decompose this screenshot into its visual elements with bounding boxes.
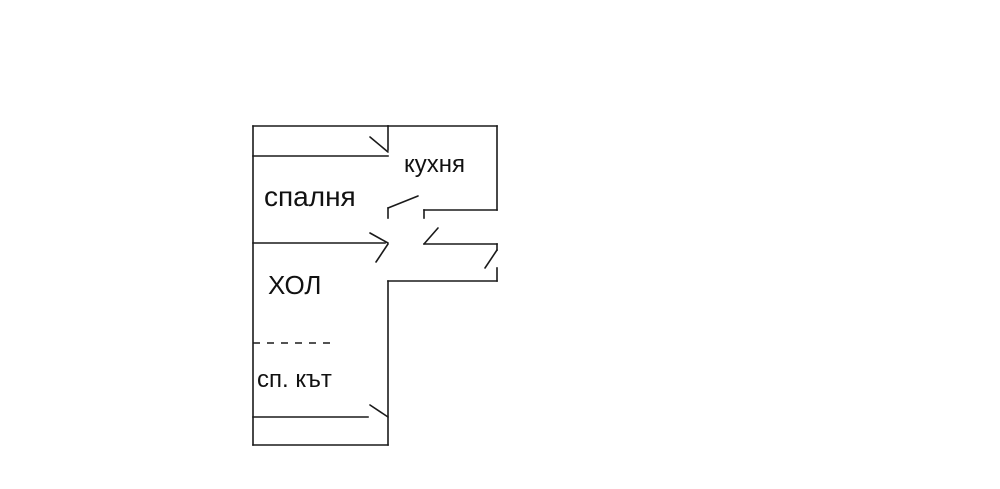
room-label-living: ХОЛ bbox=[268, 270, 321, 300]
door-bedroom-living-lower bbox=[375, 243, 389, 263]
door-kitchen-top bbox=[369, 136, 389, 153]
door-balcony bbox=[369, 404, 389, 418]
interior-walls bbox=[252, 155, 389, 418]
room-label-sleeping-corner: сп. кът bbox=[257, 366, 332, 393]
door-bedroom-living-upper bbox=[369, 232, 389, 244]
door-bedroom-kitchen bbox=[387, 195, 419, 209]
kitchen-block-walls bbox=[387, 125, 498, 219]
room-label-bedroom: спалня bbox=[264, 181, 356, 212]
doors bbox=[369, 136, 498, 418]
bathroom-block-walls bbox=[387, 243, 498, 282]
room-label-kitchen: кухня bbox=[404, 151, 465, 178]
door-bathroom bbox=[484, 249, 498, 269]
door-kitchen-corridor bbox=[423, 227, 439, 245]
